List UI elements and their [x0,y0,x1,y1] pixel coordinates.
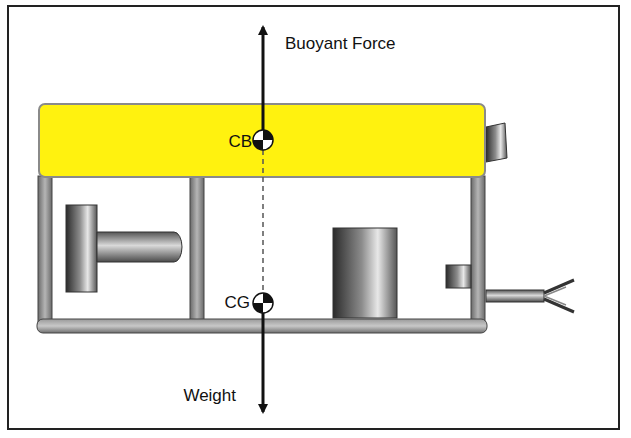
picture-frame [7,5,620,430]
center-of-gravity-marker [253,293,273,313]
rov-frame: CG [38,178,486,333]
force-label: Buoyant Force [285,35,396,54]
point-label: CB [228,133,252,152]
force-label: Weight [183,387,236,406]
point-label: CG [225,294,251,313]
buoyancy-float: CB [38,103,486,178]
